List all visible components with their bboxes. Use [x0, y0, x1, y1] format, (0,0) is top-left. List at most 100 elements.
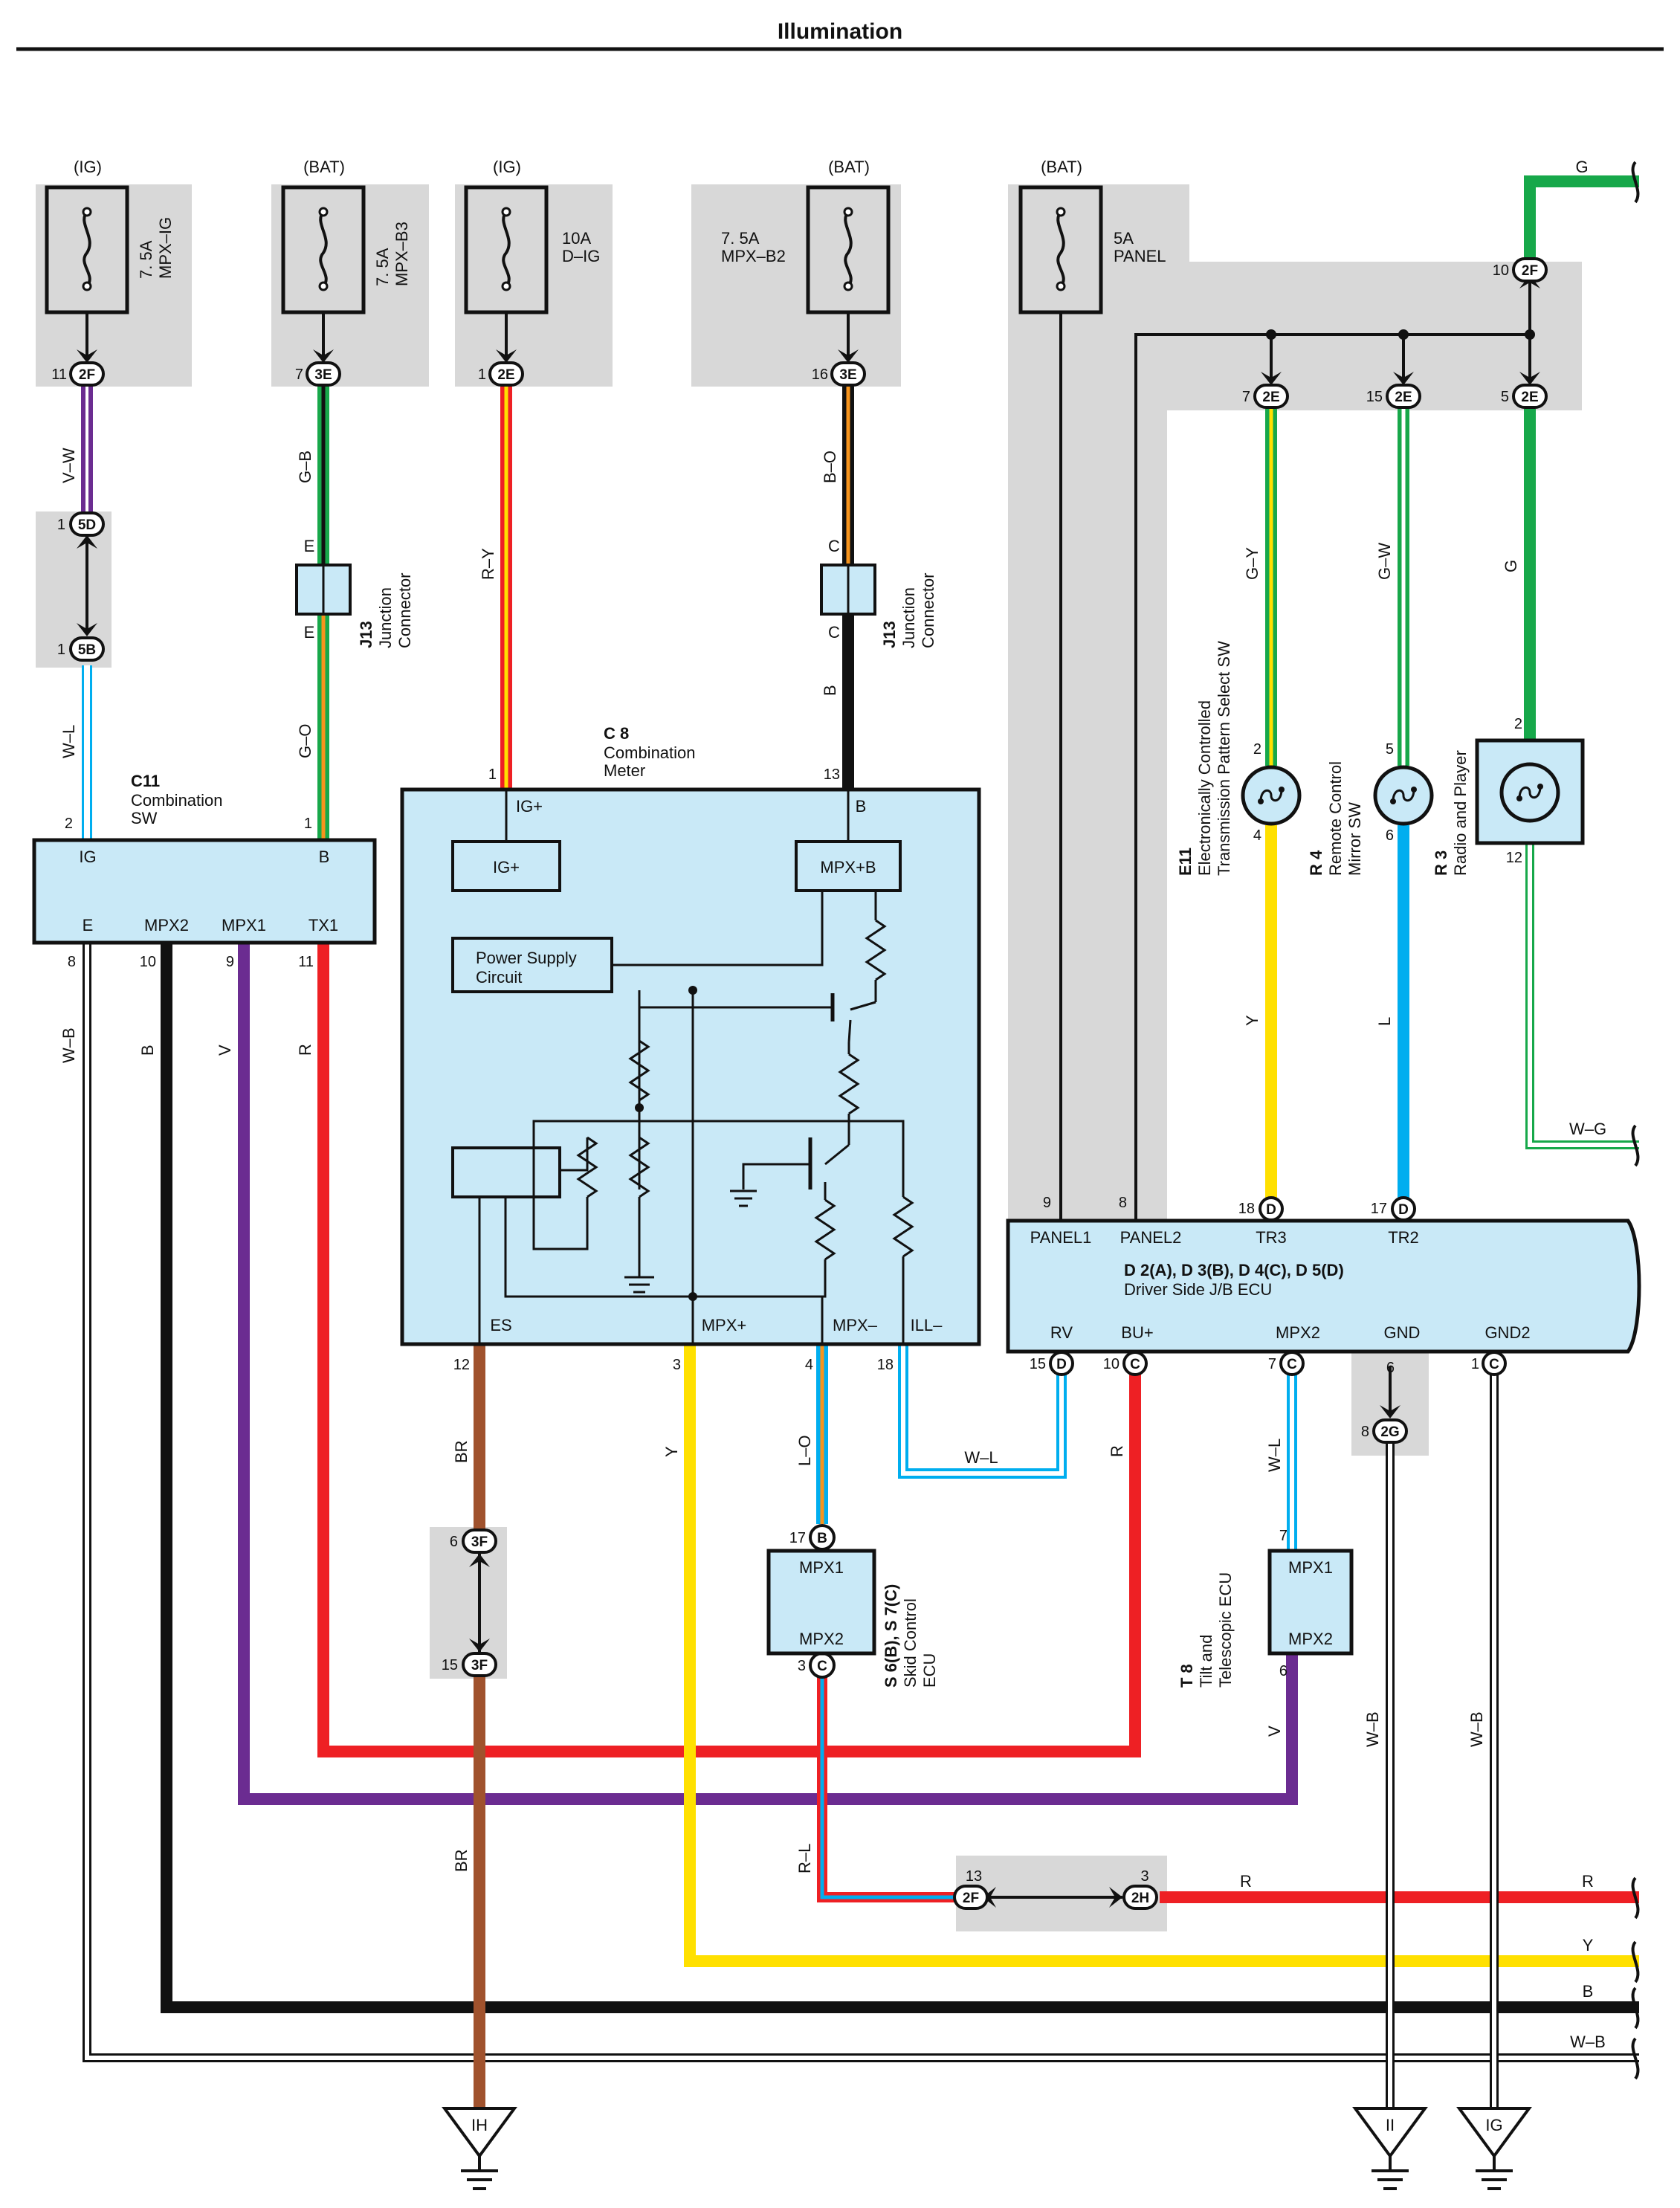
svg-text:W–B: W–B [1363, 1711, 1382, 1747]
svg-text:11: 11 [298, 954, 314, 970]
svg-text:1: 1 [478, 367, 486, 383]
svg-text:2E: 2E [1395, 390, 1412, 405]
svg-text:3E: 3E [839, 367, 856, 383]
svg-text:C 8: C 8 [604, 724, 629, 743]
svg-text:8: 8 [1119, 1195, 1127, 1211]
svg-text:B: B [817, 1531, 827, 1546]
connector-ovals: 2F 3E 2E 3E 2F 2E 2E 2E 5D 5B 3F 3F 2G 2… [69, 257, 1548, 1910]
svg-text:BU+: BU+ [1121, 1323, 1153, 1342]
svg-text:G–O: G–O [296, 724, 314, 758]
conn-2f-c: 2F [953, 1885, 989, 1910]
fuse-d-ig: (IG) 10A D–IG [464, 158, 600, 314]
svg-text:7: 7 [295, 367, 303, 383]
pin-numbers: 11 7 1 16 10 7 15 5 1 1 2 1 1 13 2 5 2 4… [51, 262, 1522, 1885]
svg-text:MPX–B3: MPX–B3 [392, 222, 411, 286]
svg-text:7: 7 [1268, 1356, 1276, 1372]
conn-2g: 2G [1372, 1418, 1408, 1444]
svg-text:ILL–: ILL– [911, 1316, 943, 1334]
wire-r-l [817, 1664, 959, 1902]
svg-text:Remote Control: Remote Control [1326, 761, 1345, 876]
lamp-e11: E11 Electronically Controlled Transmissi… [1176, 641, 1302, 876]
svg-text:6: 6 [1386, 1360, 1395, 1376]
svg-text:W–L: W–L [1265, 1439, 1284, 1472]
svg-text:W–B: W–B [1570, 2033, 1606, 2051]
svg-text:MPX–: MPX– [833, 1316, 878, 1334]
svg-text:S 6(B), S 7(C): S 6(B), S 7(C) [882, 1584, 900, 1688]
svg-text:3: 3 [798, 1658, 806, 1674]
connector-arrows [77, 275, 1540, 1908]
svg-text:1: 1 [57, 517, 65, 533]
svg-text:MPX+: MPX+ [702, 1316, 747, 1334]
svg-text:MPX2: MPX2 [799, 1630, 844, 1648]
svg-text:Connector: Connector [395, 572, 414, 648]
svg-text:Circuit: Circuit [476, 968, 522, 987]
svg-text:R: R [1240, 1872, 1252, 1891]
svg-text:Power Supply: Power Supply [476, 949, 577, 967]
tilt-telescopic-ecu: MPX1 MPX2 T 8 Tilt and Telescopic ECU [1177, 1549, 1354, 1688]
svg-text:V–W: V–W [59, 448, 78, 483]
svg-text:TR3: TR3 [1256, 1228, 1287, 1247]
svg-text:W–B: W–B [1467, 1711, 1486, 1747]
svg-text:IH: IH [471, 2116, 488, 2134]
svg-text:3F: 3F [471, 1534, 488, 1550]
svg-text:3: 3 [673, 1357, 681, 1373]
svg-text:2: 2 [1253, 741, 1261, 758]
svg-text:PANEL1: PANEL1 [1030, 1228, 1092, 1247]
conn-d-tr2: D [1391, 1196, 1416, 1221]
svg-text:R 4: R 4 [1307, 850, 1325, 876]
conn-2f-a: 2F [69, 361, 105, 387]
svg-text:W–B: W–B [59, 1027, 78, 1063]
svg-text:7: 7 [1242, 389, 1250, 405]
svg-text:2F: 2F [79, 367, 95, 383]
svg-text:B: B [821, 685, 839, 696]
svg-text:B–O: B–O [821, 451, 839, 483]
svg-text:B: B [856, 797, 867, 816]
svg-text:E: E [83, 916, 94, 934]
svg-text:C: C [1130, 1357, 1140, 1372]
combination-meter-c8: C 8 Combination Meter IG+ B ES MPX+ MPX–… [400, 724, 981, 1346]
svg-text:D 2(A), D 3(B), D 4(C), D 5(D): D 2(A), D 3(B), D 4(C), D 5(D) [1124, 1261, 1344, 1279]
svg-text:BR: BR [452, 1849, 471, 1872]
wire-y-c8 [684, 1344, 1639, 1967]
svg-text:12: 12 [1506, 850, 1522, 866]
svg-text:W–L: W–L [964, 1448, 998, 1467]
wire-r-c11 [317, 943, 1141, 1757]
svg-text:1: 1 [57, 642, 65, 658]
lamp-r3: R 3 Radio and Player [1432, 738, 1585, 876]
gray-panels [36, 184, 1582, 1931]
svg-text:E: E [304, 623, 315, 642]
conn-2h: 2H [1122, 1885, 1158, 1910]
conn-2f-b: 2F [1512, 257, 1548, 283]
svg-text:E: E [304, 537, 315, 555]
svg-text:18: 18 [877, 1357, 894, 1373]
wire-w-g [1525, 843, 1639, 1149]
svg-text:5A: 5A [1114, 229, 1134, 248]
junction-dots [1266, 329, 1535, 340]
svg-text:7. 5A: 7. 5A [721, 229, 760, 248]
svg-text:8: 8 [1361, 1424, 1369, 1440]
conn-2e-b: 2E [1253, 384, 1289, 409]
svg-text:C: C [828, 537, 840, 555]
wire-v-c11 [238, 943, 1298, 1805]
svg-text:G–B: G–B [296, 451, 314, 483]
svg-text:1: 1 [1471, 1356, 1479, 1372]
svg-text:8: 8 [68, 954, 76, 970]
ground-ii: II [1352, 2107, 1428, 2190]
svg-text:9: 9 [1043, 1195, 1051, 1211]
svg-text:B: B [319, 848, 330, 866]
svg-text:3E: 3E [314, 367, 332, 383]
junction-connector-j13-left: J13 Junction Connector [295, 564, 414, 648]
svg-text:2: 2 [1514, 716, 1522, 732]
svg-text:L: L [1375, 1017, 1394, 1026]
svg-text:IG: IG [79, 848, 96, 866]
svg-text:Junction: Junction [376, 587, 395, 648]
svg-text:Transmission Pattern Select SW: Transmission Pattern Select SW [1215, 641, 1233, 876]
svg-text:TR2: TR2 [1388, 1228, 1419, 1247]
svg-text:W–L: W–L [59, 725, 78, 758]
svg-text:Radio and Player: Radio and Player [1451, 750, 1470, 876]
svg-text:9: 9 [226, 954, 234, 970]
fuse-mpx-b3: (BAT) 7. 5A MPX–B3 [281, 158, 411, 314]
svg-text:D: D [1266, 1202, 1276, 1218]
svg-text:15: 15 [442, 1657, 458, 1673]
svg-text:J13: J13 [880, 621, 899, 648]
